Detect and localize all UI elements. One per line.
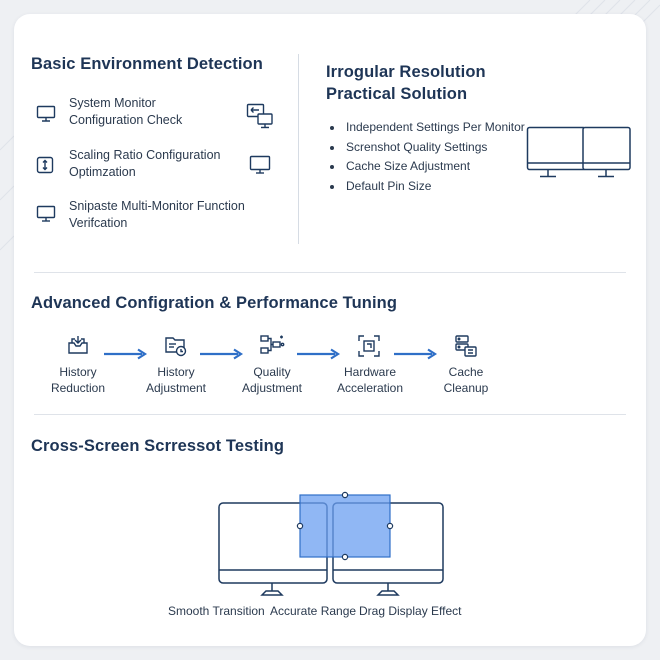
flow-step-line2: Reduction (50, 381, 106, 395)
monitor-icon (36, 105, 56, 123)
storage-cleanup-icon (454, 334, 478, 358)
flow-step-line2: Cleanup (443, 381, 489, 395)
detection-item-2-line2: Optimzation (69, 165, 136, 179)
caption-drag-display-effect: Drag Display Effect (359, 604, 462, 618)
detection-item-2: Scaling Ratio Configuration Optimzation (69, 147, 220, 181)
detection-item-3-line1: Snipaste Multi-Monitor Function (69, 199, 245, 213)
flow-step-line2: Adjustment (145, 381, 207, 395)
flow-step-history-adjustment: History Adjustment (136, 364, 216, 396)
section-divider (34, 414, 626, 415)
flow-arrow (200, 348, 244, 360)
bullet-item: Cache Size Adjustment (326, 157, 525, 177)
resolution-bullet-list: Independent Settings Per Monitor Scrensh… (326, 118, 525, 196)
selection-handle (341, 491, 349, 499)
bullet-item: Default Pin Size (326, 177, 525, 197)
detection-item-3: Snipaste Multi-Monitor Function Verifcat… (69, 198, 245, 232)
selection-handle (341, 553, 349, 561)
section-divider (34, 272, 626, 273)
flow-step-history-reduction: History Reduction (38, 364, 118, 396)
dual-monitor-icon (526, 126, 632, 192)
caption-accurate-range: Accurate Range (270, 604, 357, 618)
detection-item-1: System Monitor Configuration Check (69, 95, 182, 129)
flow-step-line1: Hardware (343, 365, 397, 379)
chip-frame-icon (357, 334, 381, 358)
flow-step-line1: Cache (448, 365, 484, 379)
flow-step-line1: History (157, 365, 195, 379)
flow-step-line1: History (59, 365, 97, 379)
cross-screen-illustration (218, 491, 444, 596)
flow-step-line1: Quality (253, 365, 291, 379)
flow-step-line2: Adjustment (241, 381, 303, 395)
inbox-icon (67, 334, 89, 356)
testing-title: Cross-Screen Scrressot Testing (31, 437, 285, 455)
caption-smooth-transition: Smooth Transition (168, 604, 265, 618)
detection-item-2-line1: Scaling Ratio Configuration (69, 148, 221, 162)
flow-arrow (297, 348, 341, 360)
flow-step-hardware-acceleration: Hardware Acceleration (325, 364, 415, 396)
flow-diagram-icon (259, 334, 285, 356)
detection-item-3-line2: Verifcation (69, 216, 128, 230)
flow-step-cache-cleanup: Cache Cleanup (426, 364, 506, 396)
monitor-icon (249, 155, 271, 175)
resolution-title-line1: Irrogular Resolution (326, 63, 486, 81)
flow-arrow (104, 348, 148, 360)
detection-title: Basic Environment Detection (31, 55, 263, 73)
bullet-item: Screnshot Quality Settings (326, 138, 525, 158)
bullet-item: Independent Settings Per Monitor (326, 118, 525, 138)
flow-step-line2: Acceleration (336, 381, 404, 395)
main-card: Basic Environment Detection System Monit… (14, 14, 646, 646)
monitor-transfer-icon (246, 103, 274, 129)
monitor-icon (36, 205, 56, 223)
scale-adjust-icon (36, 156, 54, 174)
detection-item-1-line2: Configuration Check (69, 113, 183, 127)
section-divider-vertical (298, 54, 299, 244)
flow-arrow (394, 348, 438, 360)
resolution-title-line2: Practical Solution (326, 85, 468, 103)
drag-selection-overlay (299, 494, 391, 558)
folder-settings-icon (164, 334, 188, 358)
detection-item-1-line1: System Monitor (69, 96, 156, 110)
selection-handle (386, 522, 394, 530)
tuning-title: Advanced Configration & Performance Tuni… (31, 294, 398, 312)
resolution-title: Irrogular Resolution Practical Solution (326, 61, 486, 105)
flow-step-quality-adjustment: Quality Adjustment (232, 364, 312, 396)
selection-handle (296, 522, 304, 530)
